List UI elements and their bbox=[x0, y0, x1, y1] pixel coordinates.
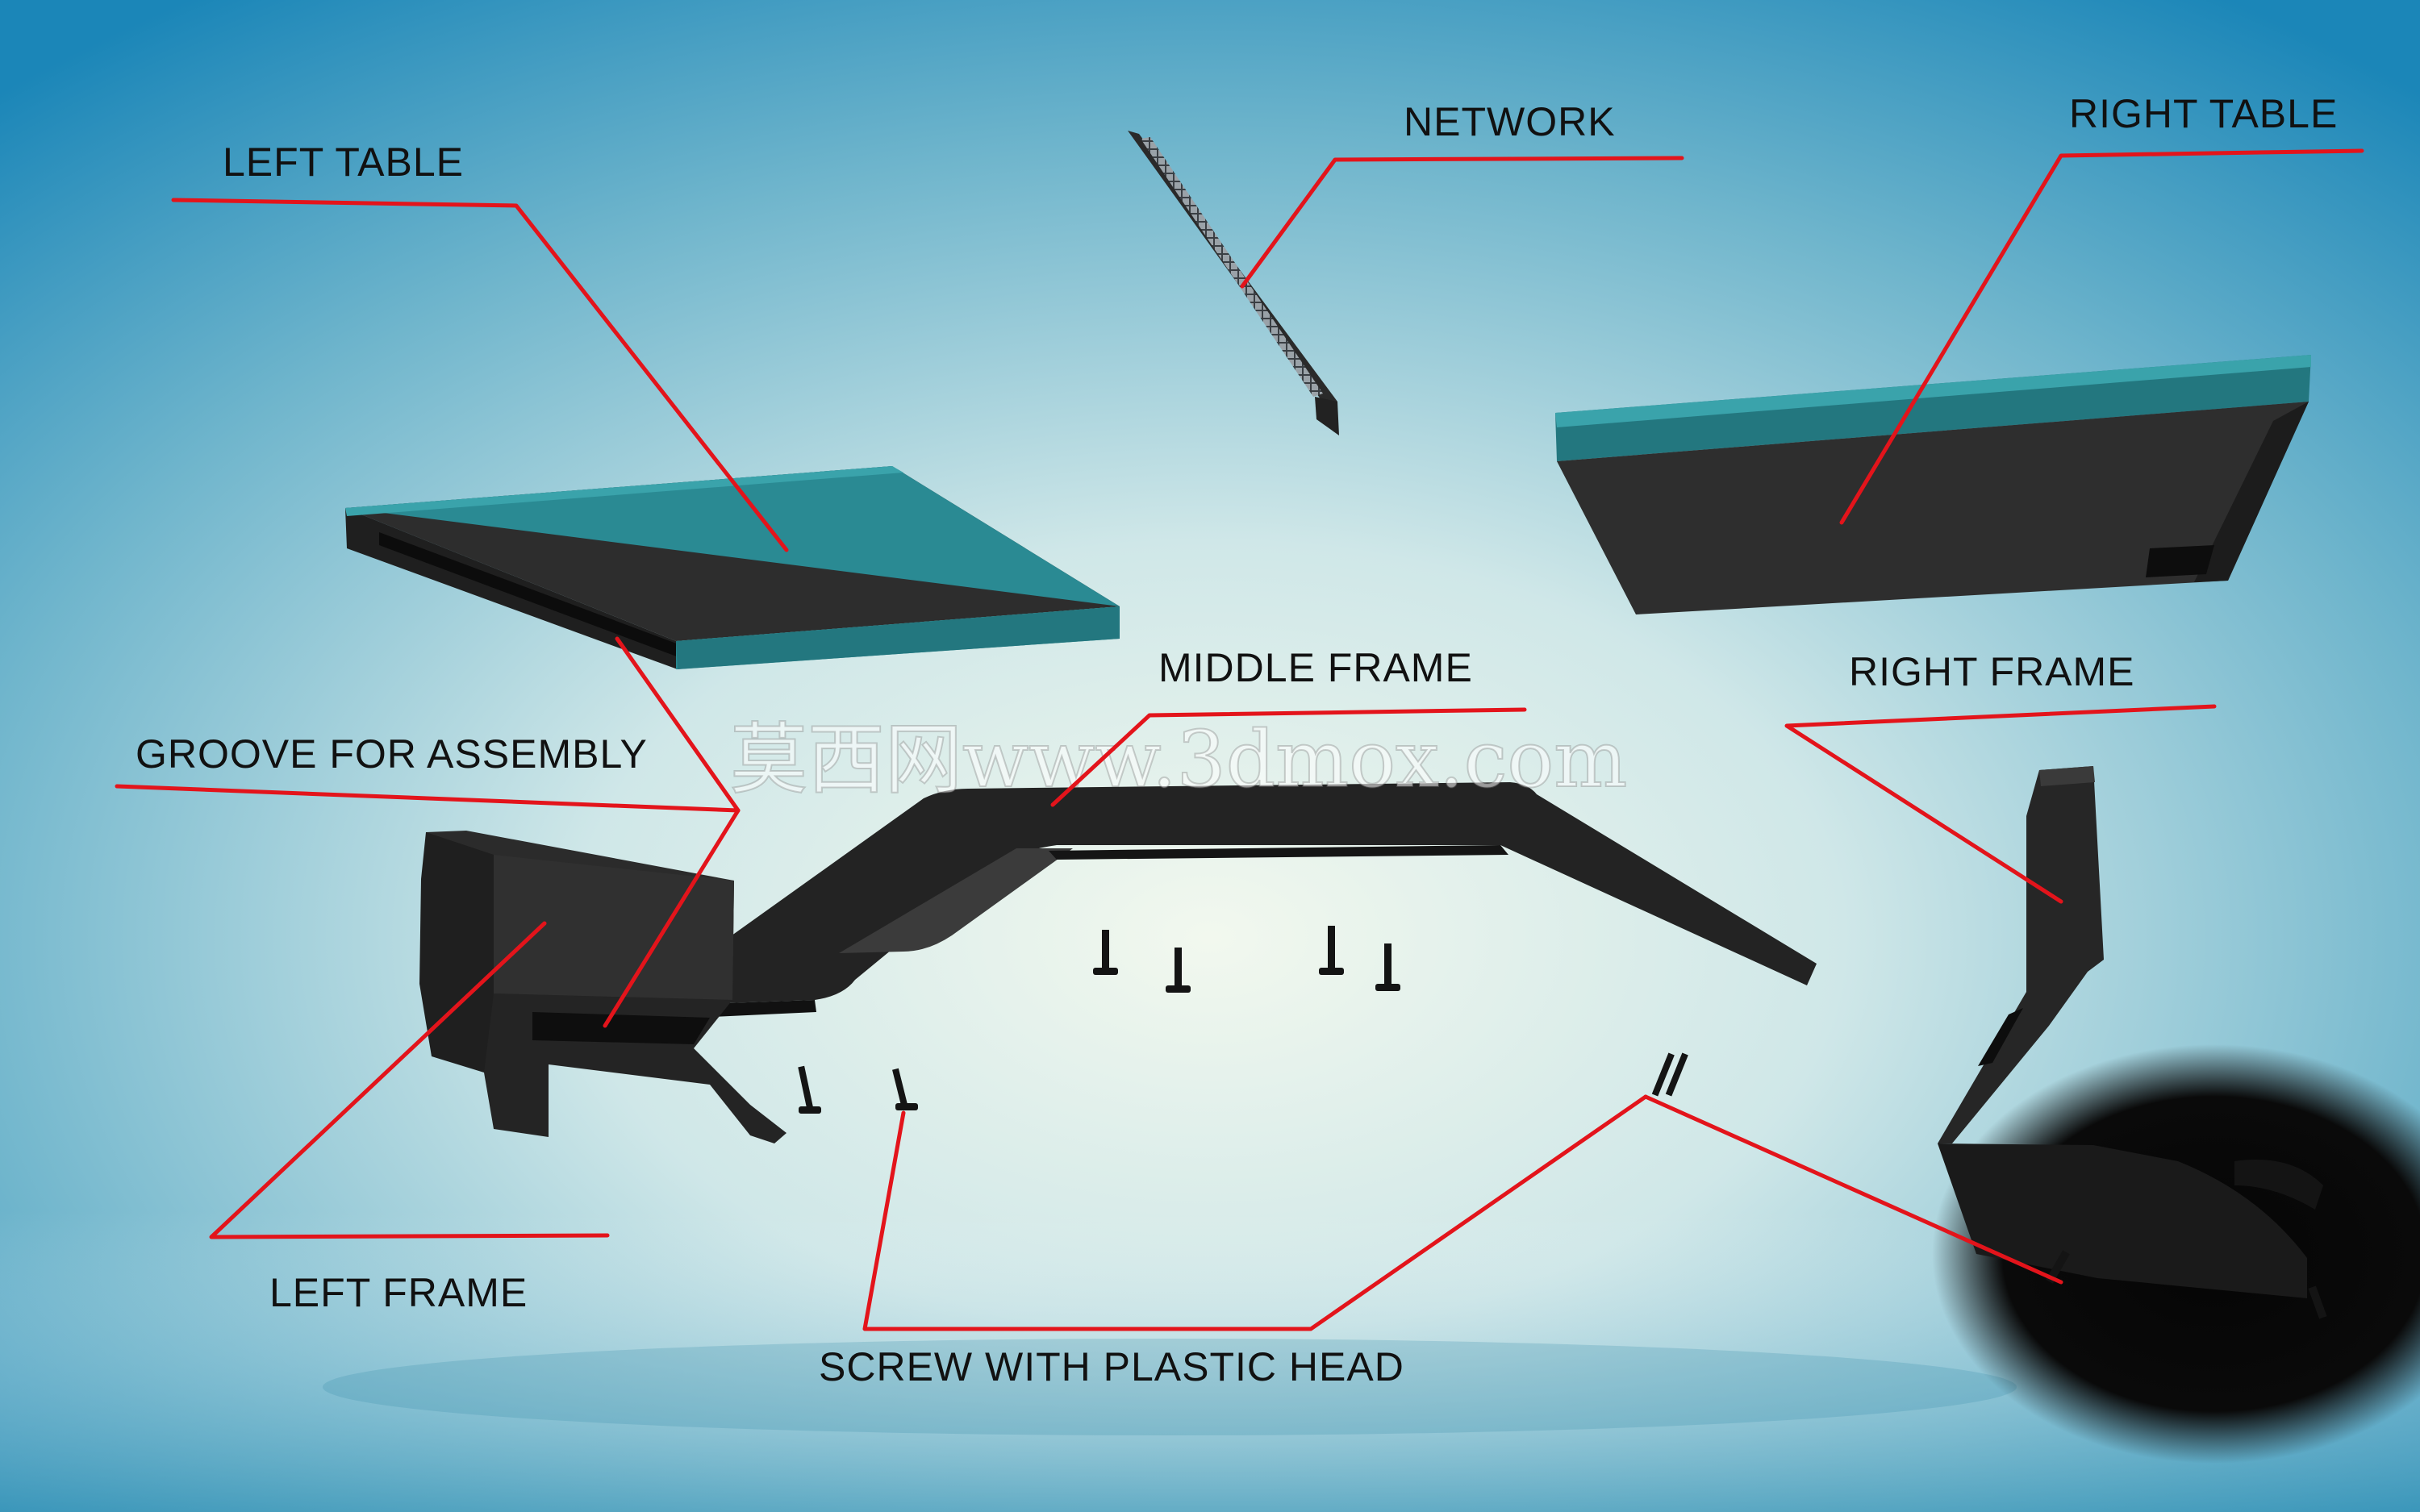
leader-left-table bbox=[171, 198, 789, 552]
label-screw-with-plastic-head: SCREW WITH PLASTIC HEAD bbox=[819, 1344, 1404, 1389]
leader-groove-down bbox=[603, 808, 741, 1028]
leader-screw bbox=[862, 1094, 1648, 1331]
screw-9 bbox=[2308, 1285, 2327, 1319]
watermark-text: 莫西网www.3dmox.com bbox=[730, 714, 1627, 805]
label-right-frame: RIGHT FRAME bbox=[1849, 649, 2135, 694]
left-frame-part bbox=[419, 831, 786, 1143]
screw-1 bbox=[1093, 930, 1118, 975]
label-groove-for-assembly: GROOVE FOR ASSEMBLY bbox=[136, 731, 648, 777]
floor-shadow bbox=[323, 1339, 2017, 1435]
screw-7 bbox=[1651, 1052, 1688, 1097]
leader-left-frame bbox=[209, 921, 610, 1239]
screw-5 bbox=[798, 1065, 821, 1114]
right-table-part bbox=[1555, 355, 2311, 614]
label-middle-frame: MIDDLE FRAME bbox=[1158, 645, 1473, 690]
label-left-frame: LEFT FRAME bbox=[269, 1270, 528, 1315]
label-network: NETWORK bbox=[1404, 99, 1616, 144]
leader-network bbox=[1240, 156, 1684, 289]
left-table-part bbox=[345, 466, 1120, 669]
leader-screw-right bbox=[1643, 1094, 2063, 1285]
right-frame-part bbox=[1938, 766, 2104, 1143]
label-right-table: RIGHT TABLE bbox=[2069, 91, 2338, 136]
right-frame-foot bbox=[1938, 1143, 2323, 1298]
screw-4 bbox=[1375, 943, 1400, 991]
screw-2 bbox=[1166, 948, 1191, 993]
leader-right-table bbox=[1839, 148, 2364, 525]
network-part bbox=[1128, 131, 1339, 435]
leader-middle-frame bbox=[1050, 707, 1527, 807]
screw-3 bbox=[1319, 926, 1344, 975]
label-left-table: LEFT TABLE bbox=[223, 140, 464, 185]
screws bbox=[798, 926, 2327, 1319]
leader-right-frame bbox=[1784, 704, 2217, 904]
leader-lines bbox=[115, 148, 2364, 1331]
screw-8 bbox=[2046, 1250, 2070, 1284]
screw-6 bbox=[892, 1068, 918, 1110]
